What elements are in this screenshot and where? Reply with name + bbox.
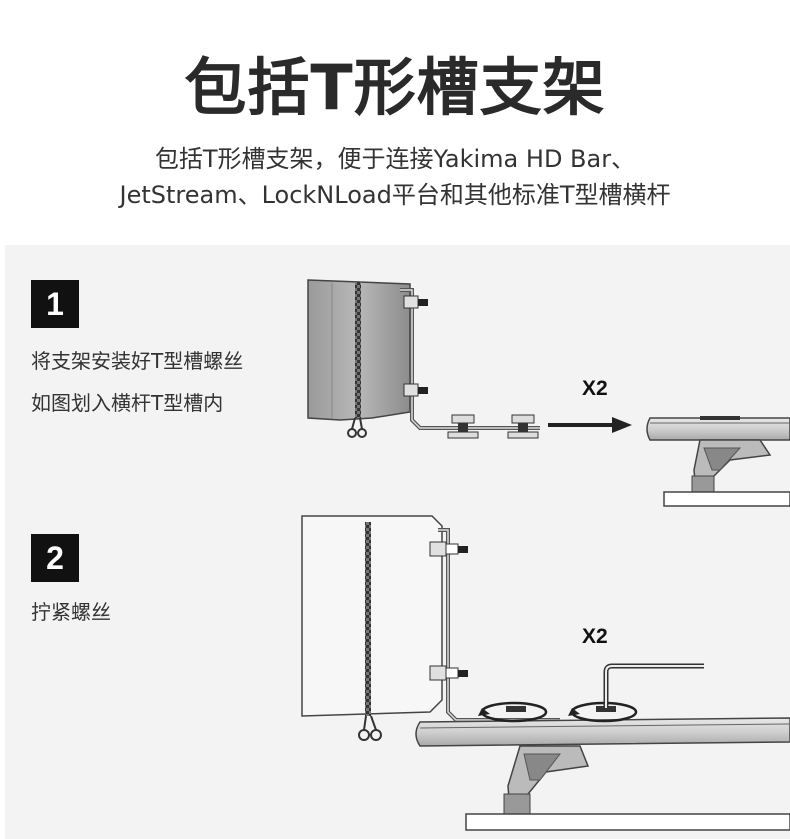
step-2-bag-illustration	[301, 515, 560, 741]
step-1-arrow	[548, 417, 632, 433]
subtitle-line-2: JetStream、LockNLoad平台和其他标准T型槽横杆	[119, 181, 671, 209]
step-1-badge: 1	[31, 280, 79, 328]
page-subtitle: 包括T形槽支架，便于连接Yakima HD Bar、 JetStream、Loc…	[0, 141, 790, 213]
step-2-multiplier: X2	[582, 625, 608, 648]
step-2-text: 拧紧螺丝	[31, 600, 111, 624]
step-2-crossbar-illustration	[415, 663, 790, 831]
step-1-crossbar-illustration	[646, 416, 790, 507]
step-1-multiplier: X2	[582, 377, 608, 400]
step-1-text-line-2: 如图划入横杆T型槽内	[31, 391, 224, 415]
step-2-badge: 2	[31, 534, 79, 582]
subtitle-line-1: 包括T形槽支架，便于连接Yakima HD Bar、	[154, 145, 636, 173]
header: 包括T形槽支架 包括T形槽支架，便于连接Yakima HD Bar、 JetSt…	[0, 0, 790, 245]
step-1-text-line-1: 将支架安装好T型槽螺丝	[31, 349, 244, 373]
step-1-bag-illustration	[307, 279, 540, 439]
page-title: 包括T形槽支架	[184, 51, 606, 124]
